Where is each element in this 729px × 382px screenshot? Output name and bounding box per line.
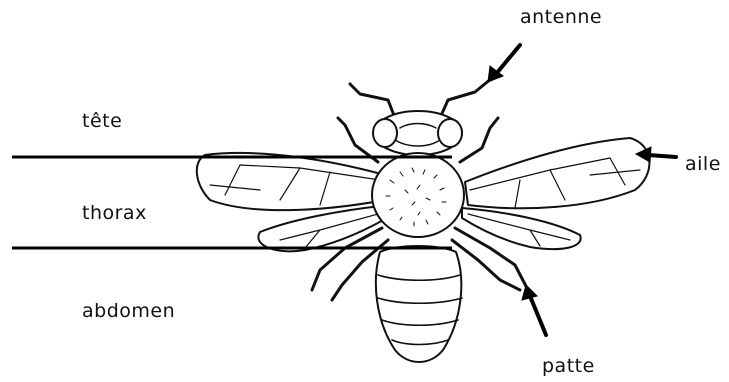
left-antenna [350,84,395,118]
label-wing: aile [685,153,721,175]
antenna-arrow-icon [488,45,520,82]
right-middle-leg [455,228,528,290]
right-antenna [440,78,492,118]
left-eye [373,119,397,147]
bee-thorax [372,153,464,237]
right-front-leg [460,118,498,162]
label-leg: patte [542,355,595,377]
right-eye [438,119,462,147]
label-antenna: antenne [520,6,602,28]
leg-arrow-icon [522,285,546,335]
label-head: tête [82,110,122,132]
left-front-leg [338,118,378,162]
right-forewing [465,138,649,208]
label-thorax: thorax [82,202,147,224]
wing-arrow-icon [636,147,676,162]
label-abdomen: abdomen [82,300,175,322]
